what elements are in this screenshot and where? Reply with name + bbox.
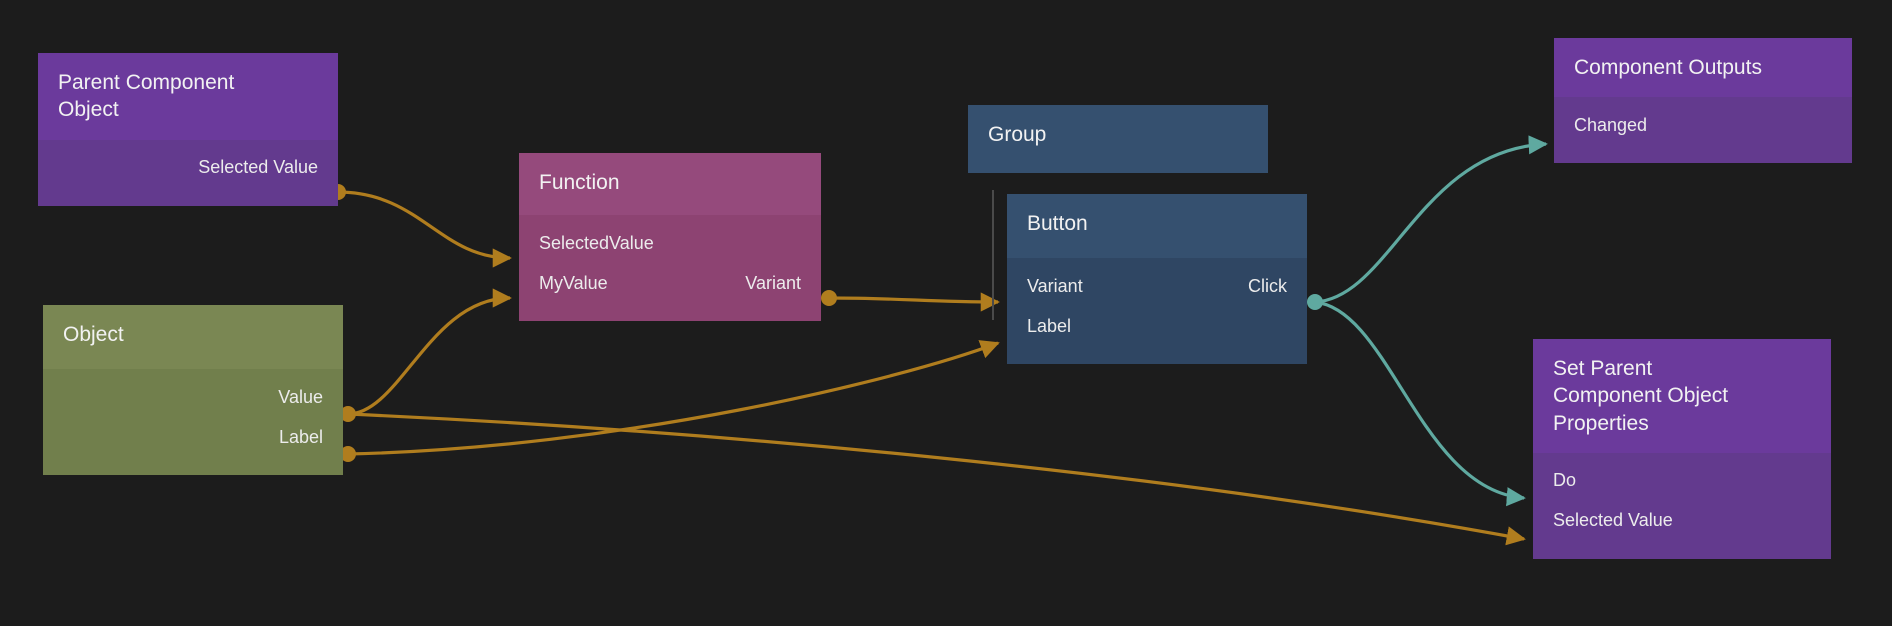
node-group[interactable]: Group <box>968 105 1268 173</box>
node-body-set-parent-component-object-properties: Do Selected Value <box>1533 452 1831 559</box>
wire-button-click-to-setparent-do <box>1314 300 1526 507</box>
wire-parent-selected-to-function-selectedvalue <box>337 190 512 268</box>
port-row-function-myvalue-variant[interactable]: MyValue Variant <box>519 263 821 303</box>
port-dot-button-click[interactable] <box>1307 294 1323 310</box>
node-function[interactable]: Function SelectedValue MyValue Variant <box>519 153 821 321</box>
port-row-button-variant-click[interactable]: Variant Click <box>1007 266 1307 306</box>
node-body-function: SelectedValue MyValue Variant <box>519 215 821 321</box>
port-row-setparent-do[interactable]: Do <box>1533 461 1831 501</box>
port-dot-function-variant[interactable] <box>821 290 837 306</box>
node-object[interactable]: Object Value Label <box>43 305 343 475</box>
node-title-group: Group <box>968 105 1268 173</box>
port-label-function-selectedvalue: SelectedValue <box>539 232 654 253</box>
group-bracket-line <box>992 190 994 320</box>
node-body-parent-component-object: Selected Value <box>38 139 338 206</box>
wire-object-value-to-setparent-selectedvalue <box>347 412 1526 546</box>
port-row-function-selectedvalue[interactable]: SelectedValue <box>519 223 821 263</box>
port-label-function-variant: Variant <box>745 272 801 293</box>
node-body-button: Variant Click Label <box>1007 258 1307 364</box>
wire-object-label-to-button-label <box>347 340 1000 456</box>
port-label-selected-value: Selected Value <box>198 157 318 178</box>
port-label-function-myvalue: MyValue <box>539 272 608 293</box>
node-title-set-parent-component-object-properties: Set Parent Component Object Properties <box>1533 339 1831 453</box>
node-body-component-outputs: Changed <box>1554 97 1852 164</box>
node-title-parent-component-object: Parent Component Object <box>38 53 338 140</box>
port-label-button-label: Label <box>1027 315 1072 336</box>
port-row-object-label[interactable]: Label <box>43 417 343 457</box>
node-parent-component-object[interactable]: Parent Component Object Selected Value <box>38 53 338 206</box>
node-button[interactable]: Button Variant Click Label <box>1007 194 1307 364</box>
port-row-button-label[interactable]: Label <box>1007 306 1307 346</box>
wire-object-value-to-function-myvalue <box>347 288 512 416</box>
port-row-selected-value[interactable]: Selected Value <box>38 148 338 188</box>
port-label-object-value: Value <box>278 386 323 407</box>
node-body-object: Value Label <box>43 369 343 475</box>
port-row-component-outputs-changed[interactable]: Changed <box>1554 105 1852 145</box>
port-label-button-variant: Variant <box>1027 275 1083 296</box>
wire-function-variant-to-button-variant <box>828 292 1000 312</box>
node-title-button: Button <box>1007 194 1307 258</box>
port-label-setparent-selected-value: Selected Value <box>1553 510 1673 531</box>
node-title-component-outputs: Component Outputs <box>1554 38 1852 98</box>
node-set-parent-component-object-properties[interactable]: Set Parent Component Object Properties D… <box>1533 339 1831 559</box>
node-title-function: Function <box>519 153 821 215</box>
wire-button-click-to-component-outputs-changed <box>1314 135 1548 304</box>
port-label-object-label: Label <box>278 426 323 447</box>
node-title-object: Object <box>43 305 343 369</box>
port-label-setparent-do: Do <box>1553 470 1577 491</box>
port-label-component-outputs-changed: Changed <box>1574 114 1648 135</box>
port-label-button-click: Click <box>1248 275 1287 296</box>
port-row-object-value[interactable]: Value <box>43 377 343 417</box>
port-row-setparent-selected-value[interactable]: Selected Value <box>1533 501 1831 541</box>
node-component-outputs[interactable]: Component Outputs Changed <box>1554 38 1852 164</box>
